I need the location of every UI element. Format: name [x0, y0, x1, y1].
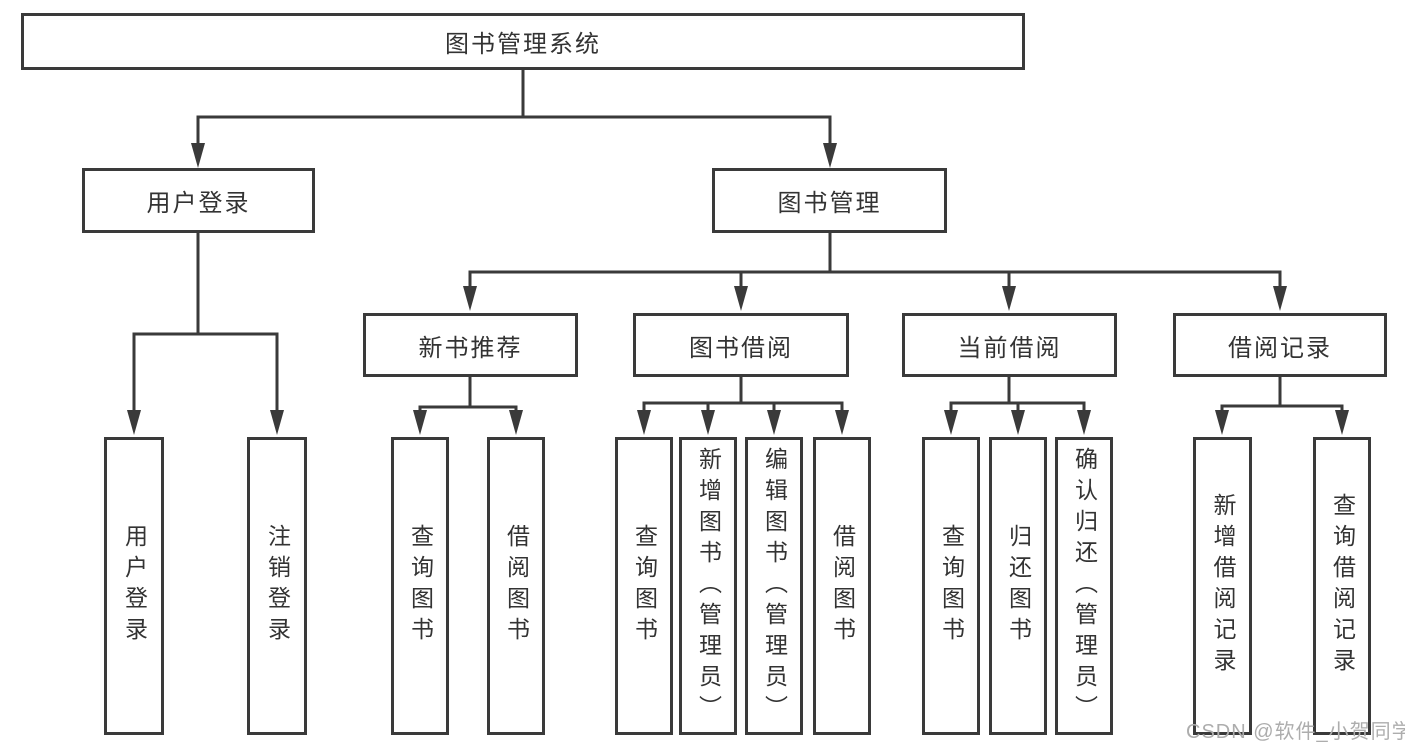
leaf-user-login-label: 用户登录 — [121, 524, 148, 648]
leaf-borrow-books-recommend-label: 借阅图书 — [503, 524, 530, 648]
csdn-watermark: CSDN @软件_小贺同学 — [1186, 721, 1405, 743]
leaf-query-borrow-record: 查询借阅记录 — [1313, 437, 1371, 735]
node-new-book-recommend: 新书推荐 — [363, 313, 578, 377]
node-current-borrowing: 当前借阅 — [902, 313, 1117, 377]
node-book-management: 图书管理 — [712, 168, 947, 233]
leaf-edit-books-admin-label: 编辑图书（管理员） — [761, 446, 788, 726]
leaf-return-books-label: 归还图书 — [1005, 524, 1032, 648]
node-current-borrowing-label: 当前借阅 — [957, 334, 1062, 362]
leaf-user-login: 用户登录 — [104, 437, 164, 735]
node-user-login-label: 用户登录 — [146, 190, 251, 217]
leaf-query-books-borrowing-label: 查询图书 — [631, 524, 658, 648]
leaf-query-books-recommend: 查询图书 — [391, 437, 449, 735]
leaf-edit-books-admin: 编辑图书（管理员） — [745, 437, 803, 735]
node-new-book-recommend-label: 新书推荐 — [418, 334, 523, 362]
leaf-borrow-books-borrowing: 借阅图书 — [813, 437, 871, 735]
leaf-query-books-borrowing: 查询图书 — [615, 437, 673, 735]
leaf-confirm-return-admin-label: 确认归还（管理员） — [1071, 446, 1098, 726]
node-library-system-label: 图书管理系统 — [445, 31, 601, 58]
leaf-borrow-books-recommend: 借阅图书 — [487, 437, 545, 735]
leaf-add-borrow-record: 新增借阅记录 — [1193, 437, 1252, 735]
leaf-logout-login: 注销登录 — [247, 437, 307, 735]
leaf-logout-login-label: 注销登录 — [264, 524, 291, 648]
leaf-add-borrow-record-label: 新增借阅记录 — [1210, 493, 1236, 679]
leaf-add-books-admin-label: 新增图书（管理员） — [695, 446, 722, 726]
node-borrowing-records-label: 借阅记录 — [1228, 334, 1332, 362]
node-library-system: 图书管理系统 — [21, 13, 1025, 70]
leaf-return-books: 归还图书 — [989, 437, 1047, 735]
node-book-management-label: 图书管理 — [777, 190, 882, 217]
leaf-add-books-admin: 新增图书（管理员） — [679, 437, 737, 735]
node-user-login: 用户登录 — [82, 168, 315, 233]
node-book-borrowing-label: 图书借阅 — [689, 334, 793, 362]
leaf-query-books-current-label: 查询图书 — [938, 524, 965, 648]
node-borrowing-records: 借阅记录 — [1173, 313, 1387, 377]
leaf-confirm-return-admin: 确认归还（管理员） — [1055, 437, 1113, 735]
leaf-query-borrow-record-label: 查询借阅记录 — [1329, 493, 1356, 679]
leaf-borrow-books-borrowing-label: 借阅图书 — [829, 524, 856, 648]
leaf-query-books-recommend-label: 查询图书 — [407, 524, 434, 648]
leaf-query-books-current: 查询图书 — [922, 437, 980, 735]
node-book-borrowing: 图书借阅 — [633, 313, 849, 377]
